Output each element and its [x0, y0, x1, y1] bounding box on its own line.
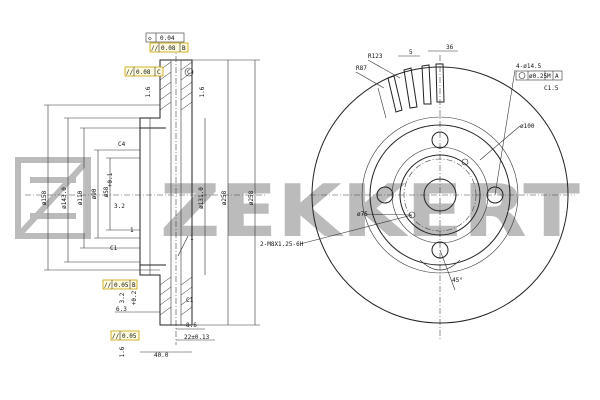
svg-text:◇: ◇ [148, 35, 152, 42]
label-c1-left: C1 [110, 245, 118, 252]
right-diameter-dims [192, 59, 260, 326]
fcf-parallel-b-top: // 0.08 B [149, 42, 189, 53]
dim-d258-a: ø258 [221, 190, 228, 205]
bolt-hole-top [431, 131, 449, 149]
disc-outer-edge [311, 66, 569, 324]
fcf-position: ø0.25 M A [515, 70, 563, 81]
label-angle: 45° [452, 277, 463, 284]
label-r123: R123 [368, 53, 383, 60]
label-roughness-32: 3.2 [114, 203, 125, 210]
svg-text:A: A [555, 73, 559, 80]
dim-22: 22±0.13 [184, 334, 210, 341]
finish-mark-1: 1.6 [145, 86, 152, 97]
svg-text://: // [151, 45, 159, 52]
svg-text://: // [104, 282, 112, 289]
bolt-hole-right [486, 186, 504, 204]
dim-86: 8.6 [186, 322, 197, 329]
fcf-parallel-bottom: // 0.05 [110, 330, 140, 341]
fcf-parallel-c: // 0.08 C [124, 66, 164, 77]
svg-text://: // [112, 333, 120, 340]
svg-text:C: C [187, 69, 191, 76]
svg-text:B: B [132, 282, 136, 289]
svg-text:0.05: 0.05 [114, 282, 129, 289]
label-ref-1: 1 [190, 235, 194, 242]
bolt-circle [403, 158, 477, 232]
section-view: ø158 ø143.0 ø110 ø90 ø58 +0.1 ø131.0 ø25… [25, 32, 265, 359]
dim-40: 40.0 [154, 352, 169, 359]
vent-slots [377, 63, 445, 119]
finish-mark-4: 1.6 [119, 346, 126, 357]
hub-bore-outer [399, 154, 481, 236]
label-bolt-holes: 4-ø14.5 [516, 63, 542, 70]
fcf-flatness: ◇ 0.04 [145, 32, 185, 43]
tolerance-plus01: +0.1 [107, 172, 114, 187]
dim-63: 6.3 [116, 306, 127, 313]
friction-inner-edge [361, 116, 519, 274]
label-c1-bottom: C1 [186, 297, 194, 304]
watermark: ZEKKERT [15, 157, 580, 253]
vent-channel [170, 59, 182, 326]
left-diameter-dims [44, 104, 160, 271]
label-r87: R87 [356, 65, 367, 72]
svg-text:C: C [157, 69, 161, 76]
svg-text:M: M [547, 73, 551, 80]
finish-mark-3: 3.2 [119, 292, 126, 303]
tolerance-plus02: +0.2 [131, 290, 138, 305]
label-c4: C4 [118, 141, 126, 148]
label-five: 5 [409, 49, 413, 56]
hat-outer [369, 124, 511, 266]
dim-d90: ø90 [91, 188, 98, 199]
label-thread: 2-M8X1.25-6H [260, 241, 304, 248]
dim-d143: ø143.0 [61, 187, 68, 209]
section-hatching [159, 61, 193, 316]
label-one: 1 [130, 227, 134, 234]
finish-mark-2: 1.6 [199, 86, 206, 97]
svg-text:B: B [182, 45, 186, 52]
svg-text:0.05: 0.05 [122, 333, 137, 340]
label-36: 36 [446, 44, 454, 51]
svg-text:0.08: 0.08 [161, 45, 176, 52]
svg-text:0.04: 0.04 [160, 35, 175, 42]
bolt-hole-bottom [431, 241, 449, 259]
thread-hole-1 [461, 158, 469, 166]
svg-text:ø0.25: ø0.25 [529, 73, 547, 80]
center-bore [423, 178, 457, 212]
label-c15: C1.5 [544, 85, 559, 92]
label-d75: ø75 [357, 211, 368, 218]
label-d100: ø100 [520, 123, 535, 130]
dim-d58: ø58 [103, 186, 110, 197]
watermark-logo-icon [15, 157, 91, 239]
dim-d258-b: ø258 [248, 190, 255, 205]
dim-d158: ø158 [41, 190, 48, 205]
dim-d110: ø110 [77, 190, 84, 205]
bolt-hole-left [376, 186, 394, 204]
svg-text://: // [126, 69, 134, 76]
dim-d131: ø131.0 [198, 187, 205, 209]
watermark-text: ZEKKERT [160, 169, 580, 253]
svg-text:0.08: 0.08 [136, 69, 151, 76]
front-view: R123 R87 5 36 4-ø14.5 ø0.25 M A C1.5 ø10… [260, 44, 575, 340]
fcf-parallel-b-bottom: // 0.05 B [102, 279, 138, 290]
circle-marker: C [184, 67, 194, 77]
